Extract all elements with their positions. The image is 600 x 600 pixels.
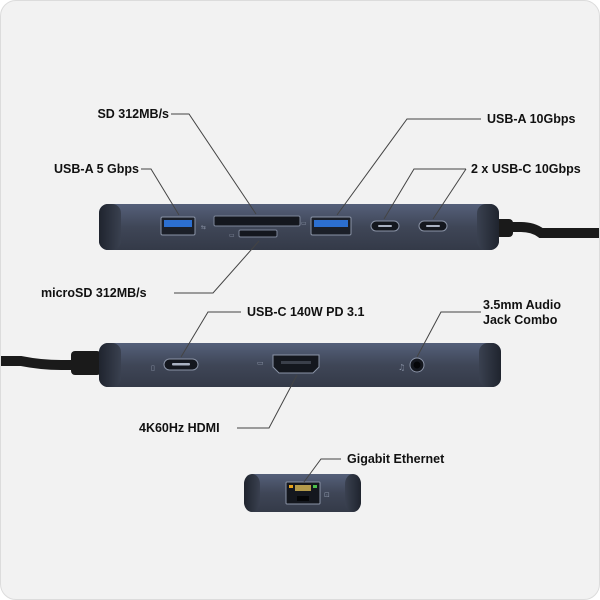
usb-c-port-icon xyxy=(418,220,448,232)
usb-c-port-icon: ▯ xyxy=(151,358,199,372)
hub-top-view: ⇆ ▭ ▭ xyxy=(99,204,599,250)
svg-text:▯: ▯ xyxy=(151,364,155,372)
ethernet-port-icon: ⊡ xyxy=(285,481,330,505)
label-ethernet: Gigabit Ethernet xyxy=(347,452,445,466)
usb-c-port-icon xyxy=(370,220,400,232)
leader-lines xyxy=(141,113,481,483)
label-hdmi: 4K60Hz HDMI xyxy=(139,421,220,435)
svg-text:▭: ▭ xyxy=(229,232,235,239)
svg-text:▭: ▭ xyxy=(301,220,307,227)
cable-icon xyxy=(1,356,110,370)
hdmi-port-icon: ▭ xyxy=(257,354,320,374)
svg-text:⊡: ⊡ xyxy=(324,491,330,499)
ethernet-end-view: ⊡ xyxy=(244,474,361,512)
microsd-slot-icon: ▭ xyxy=(229,229,278,239)
label-usb-c-pd: USB-C 140W PD 3.1 xyxy=(247,305,365,319)
cable-icon xyxy=(492,222,599,238)
usb-a-port-icon: ⇆ xyxy=(160,216,206,236)
label-sd: SD 312MB/s xyxy=(97,107,169,121)
audio-jack-icon: ♫ xyxy=(398,357,425,373)
label-usb-c-10gbps: 2 x USB-C 10Gbps xyxy=(471,162,581,176)
label-usb-a-10gbps: USB-A 10Gbps xyxy=(487,112,576,126)
svg-text:♫: ♫ xyxy=(398,363,405,372)
hub-side-view: ▯ ▭ ♫ xyxy=(1,343,501,387)
svg-text:⇆: ⇆ xyxy=(201,224,206,231)
sd-slot-icon: ▭ xyxy=(213,215,307,227)
label-audio-line1: 3.5mm Audio xyxy=(483,298,562,312)
label-microsd: microSD 312MB/s xyxy=(41,286,147,300)
usb-a-port-icon xyxy=(310,216,352,236)
svg-text:▭: ▭ xyxy=(257,359,264,367)
label-usb-a-5gbps: USB-A 5 Gbps xyxy=(54,162,139,176)
label-audio-line2: Jack Combo xyxy=(483,313,558,327)
